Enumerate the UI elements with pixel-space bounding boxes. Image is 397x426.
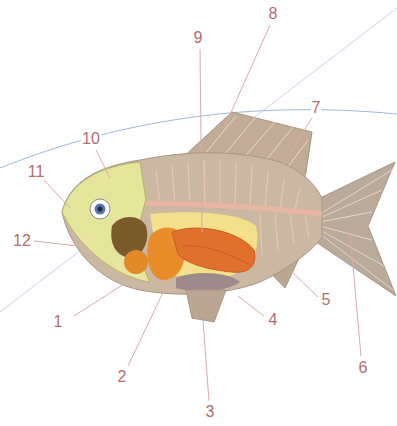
spine bbox=[140, 203, 322, 214]
gonad bbox=[176, 273, 240, 291]
callout-number: 7 bbox=[311, 100, 322, 116]
intestine bbox=[182, 246, 248, 264]
callout-number: 8 bbox=[268, 6, 279, 22]
callout-number: 4 bbox=[268, 312, 279, 328]
callout-number: 11 bbox=[27, 164, 46, 180]
leader-line bbox=[34, 25, 361, 401]
callout-number: 5 bbox=[321, 292, 332, 308]
callout-number: 3 bbox=[205, 404, 216, 420]
callout-number: 12 bbox=[12, 233, 32, 249]
callout-number: 1 bbox=[53, 314, 64, 330]
eye bbox=[90, 199, 110, 219]
fish-head bbox=[62, 162, 150, 282]
callout-number: 2 bbox=[117, 369, 128, 385]
tail-fin bbox=[316, 162, 396, 296]
eye bbox=[95, 204, 106, 215]
fish-body bbox=[62, 153, 322, 294]
callout-number: 6 bbox=[358, 360, 369, 376]
heart bbox=[124, 250, 148, 274]
guide-line bbox=[0, 8, 397, 312]
callout-number: 9 bbox=[193, 30, 204, 46]
intestine bbox=[172, 228, 255, 272]
fin-rays bbox=[320, 170, 393, 290]
pelvic-fin bbox=[186, 290, 226, 322]
callout-number: 10 bbox=[81, 131, 101, 147]
eye bbox=[98, 207, 103, 212]
